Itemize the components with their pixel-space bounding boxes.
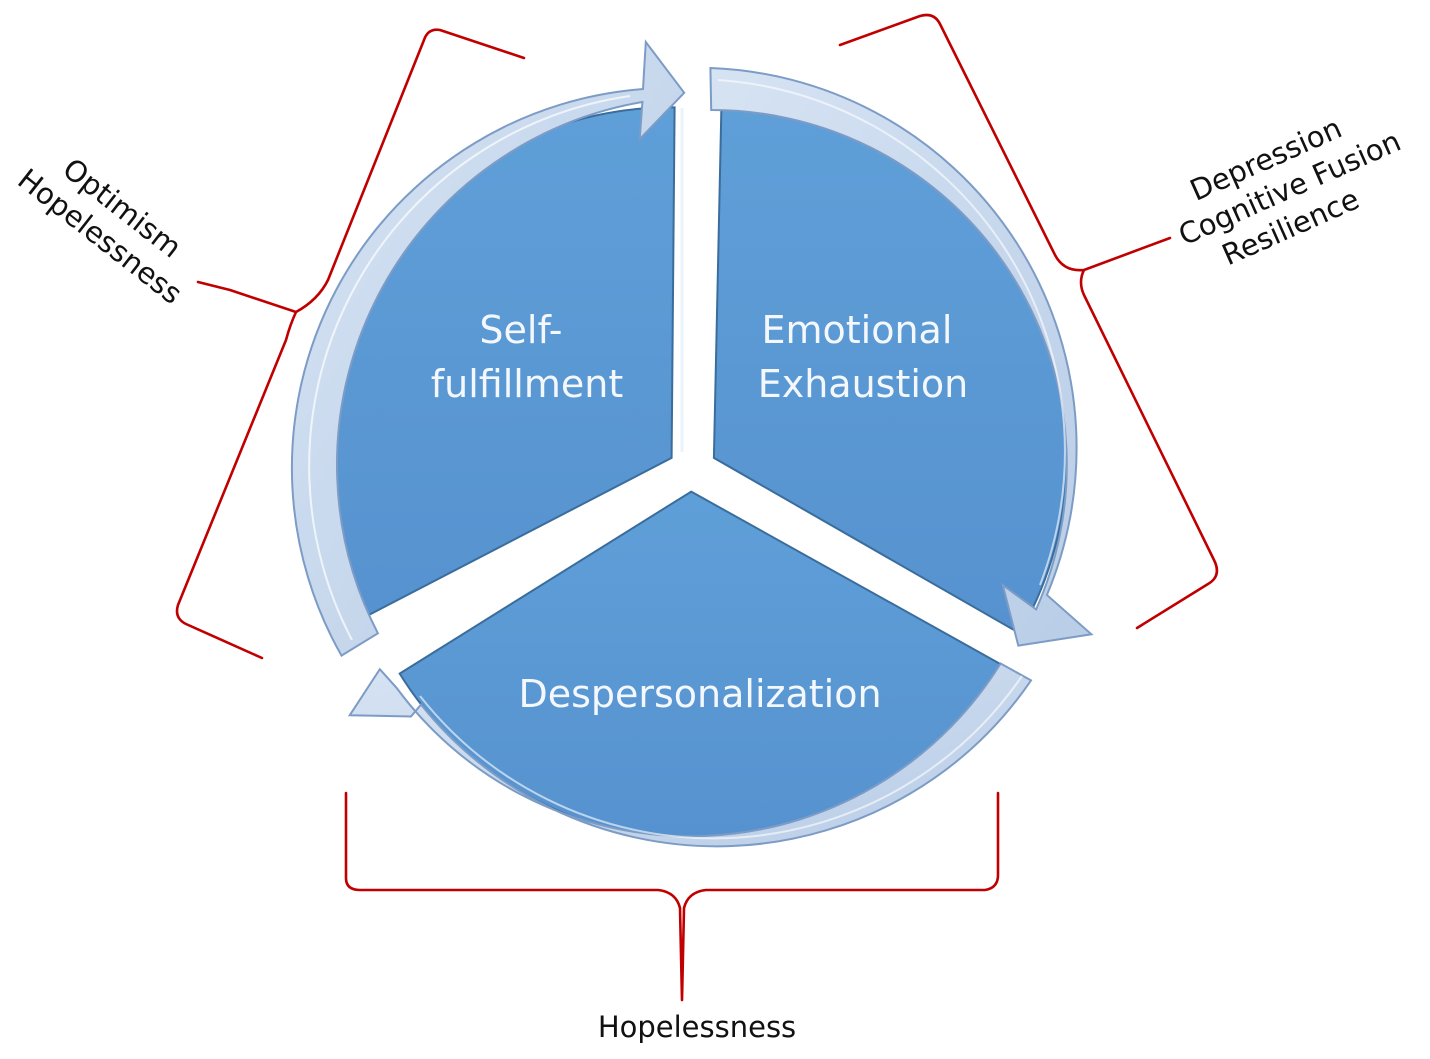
label-depersonalization: Despersonalization: [518, 672, 881, 716]
brace-left: [175, 28, 526, 660]
brace-right: [838, 13, 1219, 630]
arrow-right-highlight: [717, 79, 1066, 586]
label-depersonalization-line1: Despersonalization: [518, 672, 881, 716]
arrow-bottom-left: [347, 662, 1033, 848]
label-emotional-exhaustion-line1: Emotional: [761, 308, 952, 352]
factors-left: Optimism Hopelessness: [11, 151, 188, 310]
label-self-fulfillment: Self- fulfillment: [431, 308, 623, 406]
braces-group: [175, 13, 1219, 1002]
label-emotional-exhaustion-line2: Exhaustion: [758, 362, 969, 406]
label-self-fulfillment-line2: fulfillment: [431, 362, 623, 406]
arrows-group: [290, 39, 1094, 848]
arrow-right-down: [709, 66, 1094, 647]
brace-bottom: [344, 791, 1000, 1002]
factors-right: Depression Cognitive Fusion Resilience: [1173, 111, 1405, 273]
arrow-bottom-highlight: [419, 675, 1023, 840]
label-self-fulfillment-line1: Self-: [479, 308, 562, 352]
label-emotional-exhaustion: Emotional Exhaustion: [758, 308, 969, 406]
factor-bottom-line1: Hopelessness: [598, 1010, 796, 1044]
arrow-left-highlight: [308, 95, 631, 641]
